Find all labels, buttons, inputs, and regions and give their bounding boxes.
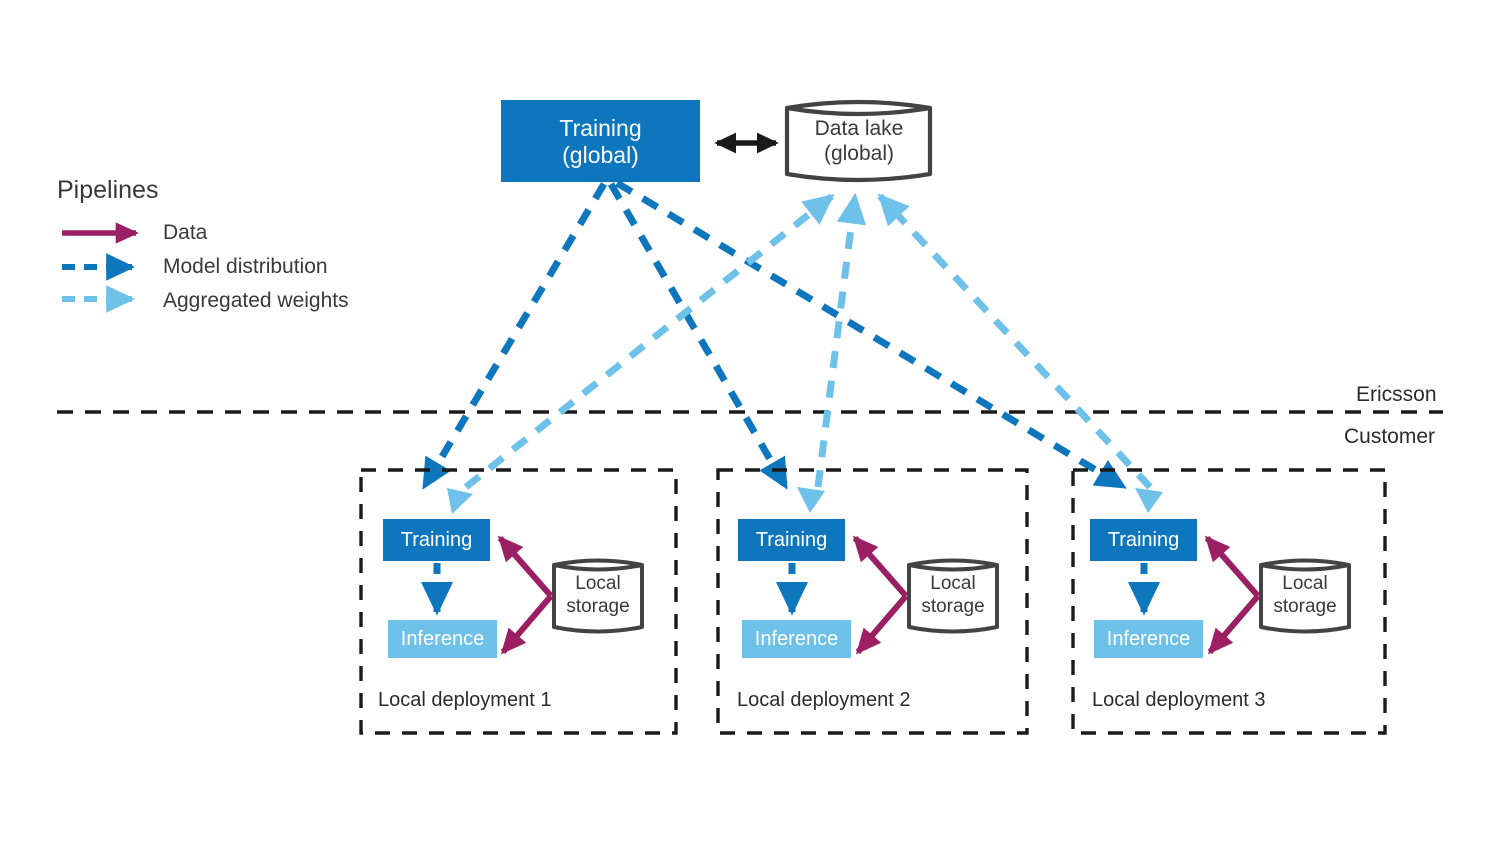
deployment-1-container[interactable]: [359, 468, 678, 735]
aggregated-weights-from-deployment-3: [877, 193, 1153, 490]
deployment-3-caption: Local deployment 3: [1092, 689, 1266, 711]
deployment-2-caption: Local deployment 2: [737, 689, 911, 711]
aggregated-weights-head-deployment-2: [797, 487, 825, 513]
zone-label-customer: Customer: [1344, 425, 1436, 448]
aggregated-weights-from-deployment-1: [463, 193, 835, 490]
deployment-3-container[interactable]: [1071, 468, 1387, 735]
deployment-1-training-box[interactable]: [383, 519, 490, 561]
model-distribution-to-deployment-3: [615, 179, 1127, 491]
global-training-label: Training (global): [501, 115, 700, 169]
model-distribution-to-deployment-1: [420, 182, 608, 490]
deployment-3-training-label: Training: [1107, 529, 1180, 551]
deployment-3-storage-label-line2: storage: [1273, 595, 1337, 617]
deployment-1-local-storage-cylinder[interactable]: [552, 558, 644, 634]
deployment-3-internals: [1090, 519, 1351, 658]
zone-label-ericsson: Ericsson: [1356, 383, 1437, 406]
legend-label-data: Data: [163, 221, 208, 244]
deployment-2-inference-box[interactable]: [742, 620, 851, 658]
deployment-1-inference-label: Inference: [400, 628, 485, 650]
deployment-1-storage-to-training: [497, 535, 554, 598]
global-training-label-line1: Training: [559, 115, 642, 141]
global-data-lake-label-line2: (global): [823, 141, 895, 165]
deployment-3-storage-label-line1: Local: [1282, 573, 1328, 594]
deployment-1-storage-label-line1: Local: [575, 573, 621, 594]
aggregated-weights-edges-up: [463, 192, 1153, 490]
legend-title: Pipelines: [57, 176, 159, 204]
deployment-1-storage-to-inference: [500, 594, 554, 655]
deployment-3-storage-label: Local storage: [1257, 573, 1353, 619]
aggregated-weights-arrowheads-local: [447, 487, 1163, 514]
deployment-2-inference-label: Inference: [754, 628, 839, 650]
deployment-2-storage-label-line2: storage: [921, 595, 985, 617]
deployment-2-storage-label: Local storage: [905, 573, 1001, 619]
global-data-lake-label: Data lake (global): [787, 117, 931, 167]
aggregated-weights-from-deployment-2: [814, 192, 867, 488]
deployment-3-storage-to-inference: [1207, 594, 1261, 655]
deployment-1-caption: Local deployment 1: [378, 689, 552, 711]
global-data-lake-cylinder[interactable]: [784, 99, 933, 183]
legend-label-aggregated-weights: Aggregated weights: [163, 289, 349, 312]
deployment-2-training-label: Training: [755, 529, 828, 551]
deployment-2-internals: [738, 519, 999, 658]
global-training-box[interactable]: [501, 100, 700, 182]
aggregated-weights-head-deployment-3: [1135, 488, 1163, 513]
deployment-2-storage-to-inference: [855, 594, 909, 655]
model-distribution-edges: [420, 179, 1127, 491]
deployment-3-inference-label: Inference: [1106, 628, 1191, 650]
deployment-2-storage-to-training: [852, 535, 909, 598]
global-data-lake-label-line1: Data lake: [814, 117, 904, 140]
deployment-2-container[interactable]: [716, 468, 1029, 735]
deployment-1-inference-box[interactable]: [388, 620, 497, 658]
deployment-3-inference-box[interactable]: [1094, 620, 1203, 658]
deployment-2-local-storage-cylinder[interactable]: [907, 558, 999, 634]
deployment-3-training-box[interactable]: [1090, 519, 1197, 561]
deployment-2-training-box[interactable]: [738, 519, 845, 561]
deployment-2-storage-label-line1: Local: [930, 573, 976, 594]
global-training-label-line2: (global): [562, 142, 639, 169]
deployment-3-local-storage-cylinder[interactable]: [1259, 558, 1351, 634]
deployment-3-storage-to-training: [1204, 535, 1261, 598]
deployment-1-internals: [383, 519, 644, 658]
deployment-1-storage-label-line2: storage: [566, 595, 630, 617]
deployment-1-training-label: Training: [400, 529, 473, 551]
deployment-1-storage-label: Local storage: [550, 573, 646, 619]
legend-label-model-distribution: Model distribution: [163, 255, 328, 278]
aggregated-weights-head-deployment-1: [447, 488, 473, 514]
